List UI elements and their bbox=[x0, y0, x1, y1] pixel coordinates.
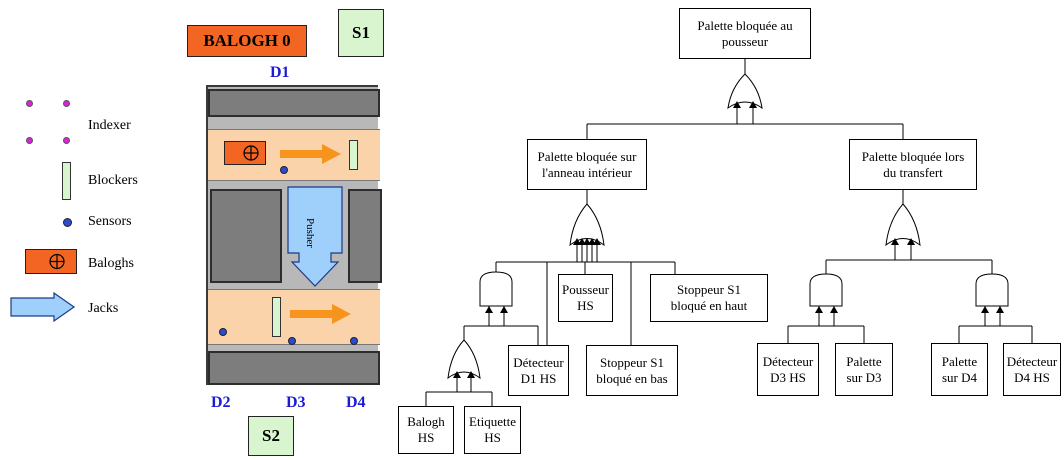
balogh-title: BALOGH 0 bbox=[187, 25, 307, 57]
bottom-rail bbox=[208, 351, 380, 385]
indexer-icon bbox=[26, 137, 33, 144]
sensor-label-d3: D3 bbox=[286, 394, 306, 411]
basic-event-detecteur-d3: Détecteur D3 HS bbox=[757, 343, 819, 396]
sensor-d2 bbox=[219, 328, 227, 336]
sensor-d4 bbox=[350, 337, 358, 345]
basic-event-palette-d3: Palette sur D3 bbox=[835, 343, 893, 396]
blocker-icon bbox=[62, 162, 71, 200]
basic-event-stoppeur-bas: Stoppeur S1 bloqué en bas bbox=[586, 345, 678, 396]
legend-blockers-label: Blockers bbox=[88, 173, 138, 188]
basic-event-palette-d4: Palette sur D4 bbox=[931, 343, 988, 396]
balogh-reader bbox=[224, 141, 266, 165]
balogh-icon bbox=[25, 249, 77, 274]
legend-sensors-label: Sensors bbox=[88, 214, 132, 229]
jack-icon bbox=[10, 292, 76, 323]
basic-event-pousseur-hs: Pousseur HS bbox=[558, 274, 613, 322]
legend-jacks-label: Jacks bbox=[88, 301, 119, 316]
intermediate-event-ring: Palette bloquée sur l'anneau intérieur bbox=[527, 139, 647, 190]
sensor-d3 bbox=[288, 337, 296, 345]
basic-event-detecteur-d1: Détecteur D1 HS bbox=[508, 345, 569, 396]
sensor-icon bbox=[63, 218, 72, 227]
pusher-label: Pusher bbox=[304, 218, 316, 248]
indexer-icon bbox=[63, 137, 70, 144]
indexer-icon bbox=[63, 100, 70, 107]
lower-flow-arrow-icon bbox=[290, 304, 351, 324]
sensor-label-d4: D4 bbox=[346, 394, 366, 411]
left-center-block bbox=[210, 189, 282, 283]
basic-event-detecteur-d4: Détecteur D4 HS bbox=[1003, 343, 1061, 396]
legend-baloghs-label: Baloghs bbox=[88, 256, 134, 271]
right-center-block bbox=[348, 189, 382, 283]
basic-event-balogh-hs: Balogh HS bbox=[398, 406, 454, 454]
intermediate-event-transfer: Palette bloquée lors du transfert bbox=[849, 139, 977, 190]
sensor-d1 bbox=[280, 166, 288, 174]
top-event: Palette bloquée au pousseur bbox=[679, 8, 811, 59]
indexer-icon bbox=[26, 100, 33, 107]
pusher-jack-icon bbox=[287, 186, 343, 287]
station-s2: S2 bbox=[248, 416, 294, 456]
blocker-upper bbox=[349, 140, 358, 170]
blocker-lower bbox=[272, 297, 281, 337]
sensor-label-d2: D2 bbox=[211, 394, 231, 411]
station-s1: S1 bbox=[338, 9, 384, 57]
sensor-label-d1: D1 bbox=[270, 64, 290, 81]
legend-indexer-label: Indexer bbox=[88, 118, 131, 133]
basic-event-stoppeur-haut: Stoppeur S1 bloqué en haut bbox=[650, 274, 768, 322]
top-rail bbox=[208, 89, 380, 117]
basic-event-etiquette-hs: Etiquette HS bbox=[464, 406, 521, 454]
upper-flow-arrow-icon bbox=[280, 144, 341, 164]
